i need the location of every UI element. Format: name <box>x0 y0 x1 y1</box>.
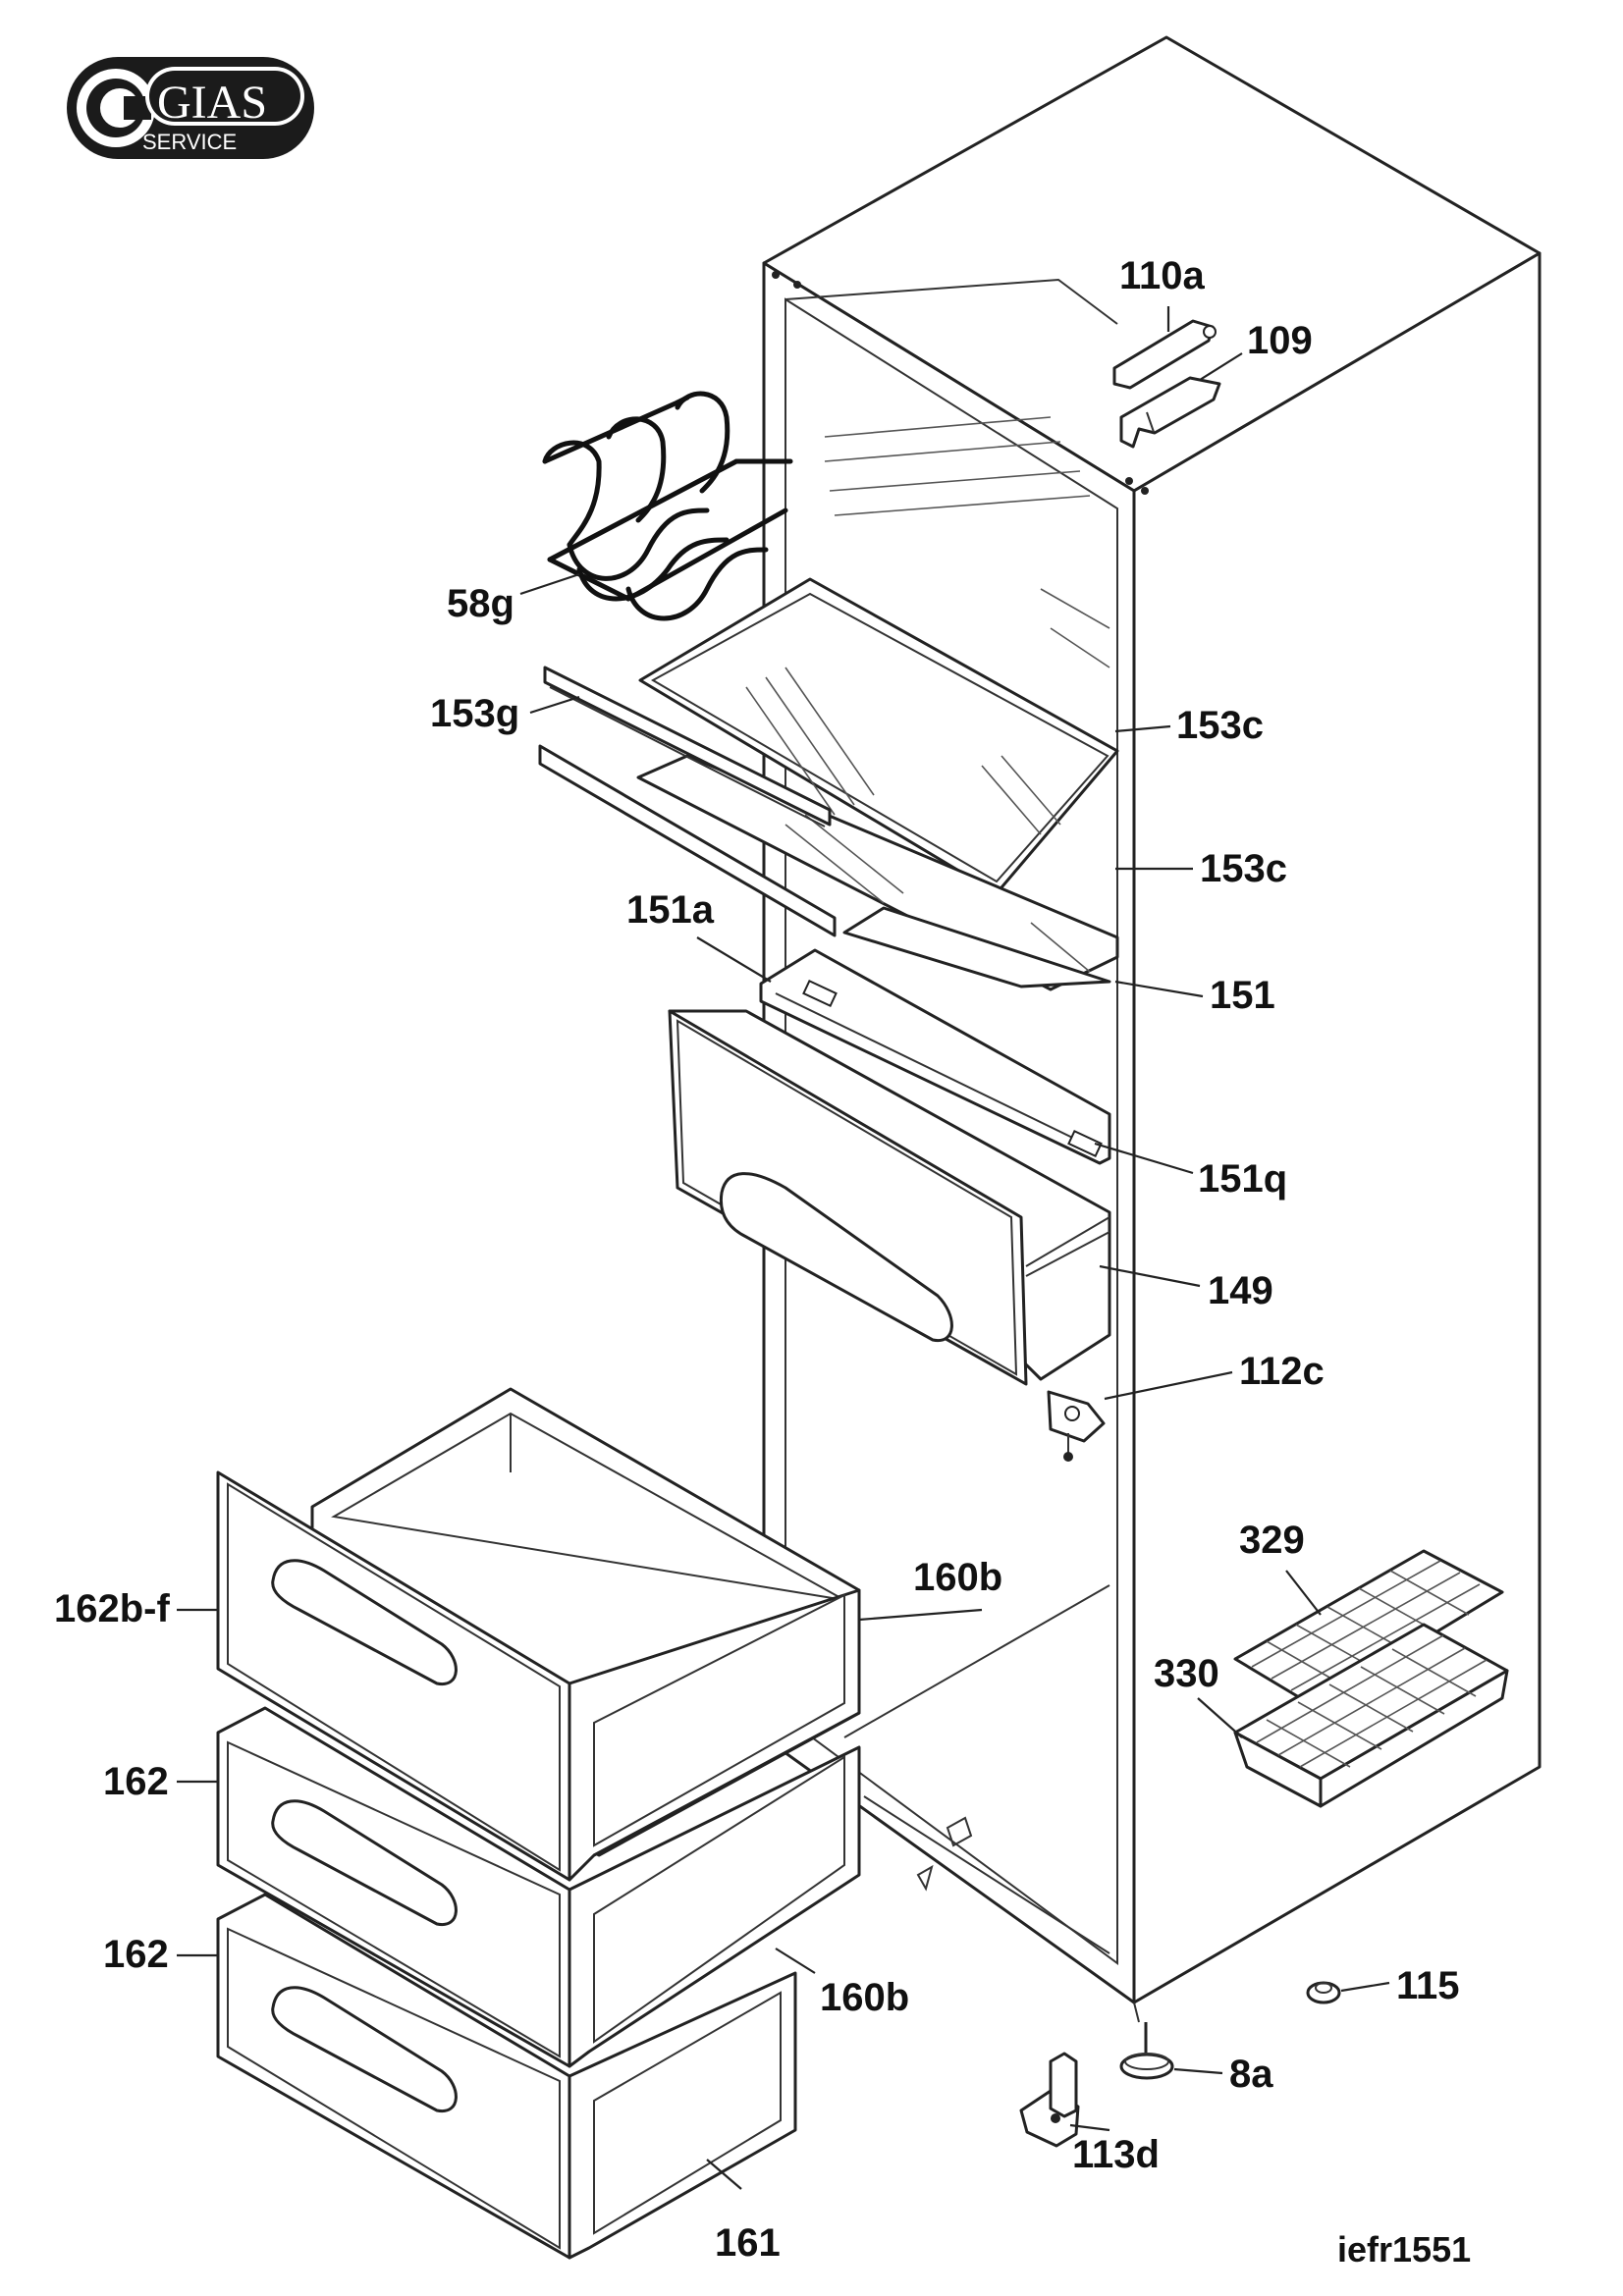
ice-cube-tray-330 <box>1233 1623 1509 1808</box>
label-162b-f: 162b-f <box>54 1587 170 1630</box>
crisper-frame-151a <box>759 948 1111 1165</box>
middle-hinge-112c <box>1047 1390 1106 1462</box>
label-162-lower: 162 <box>103 1933 169 1976</box>
gias-service-logo: GIAS SERVICE <box>67 57 314 159</box>
logo-brand-text: GIAS <box>157 77 267 129</box>
label-151a: 151a <box>626 888 715 932</box>
bottom-hinge-113d <box>1019 2052 1080 2148</box>
label-160b-upper: 160b <box>913 1556 1002 1599</box>
shelf-trim-153g <box>538 666 837 937</box>
label-151: 151 <box>1210 974 1275 1017</box>
label-113d: 113d <box>1072 2133 1160 2176</box>
glass-shelf-153c-upper <box>638 577 1119 895</box>
freezer-drawer-162b-f <box>216 1387 861 1882</box>
label-330: 330 <box>1154 1652 1219 1695</box>
callout-labels: 110a 109 58g 153g 153c 153c 151a 151 151… <box>54 254 1471 2269</box>
label-160b-lower: 160b <box>820 1976 909 2019</box>
label-153c-lower: 153c <box>1200 847 1287 890</box>
hinge-cover-110a <box>1112 319 1217 390</box>
foot-cap-115 <box>1306 1981 1341 2004</box>
label-112c: 112c <box>1239 1350 1325 1393</box>
label-115: 115 <box>1396 1964 1460 2007</box>
label-149: 149 <box>1208 1269 1273 1312</box>
leader-lines <box>177 306 1390 2190</box>
reference-code: iefr1551 <box>1337 2229 1471 2269</box>
label-58g: 58g <box>447 582 514 625</box>
label-153g: 153g <box>430 692 519 735</box>
label-161: 161 <box>715 2221 781 2265</box>
label-329: 329 <box>1239 1519 1305 1562</box>
label-151q: 151q <box>1198 1157 1287 1201</box>
freezer-drawer-162-upper <box>216 1706 861 2068</box>
label-153c-upper: 153c <box>1176 704 1264 747</box>
label-109: 109 <box>1247 319 1313 362</box>
bottle-rack-58g <box>542 391 793 621</box>
label-162-upper: 162 <box>103 1760 169 1803</box>
adjustable-foot-8a <box>1119 2022 1174 2080</box>
logo-sub-text: SERVICE <box>142 130 237 154</box>
crisper-drawer-149 <box>668 1009 1111 1386</box>
crisper-glass-151 <box>842 906 1111 988</box>
label-110a: 110a <box>1119 254 1206 297</box>
freezer-drawer-161 <box>568 1971 797 2260</box>
label-8a: 8a <box>1229 2053 1273 2096</box>
